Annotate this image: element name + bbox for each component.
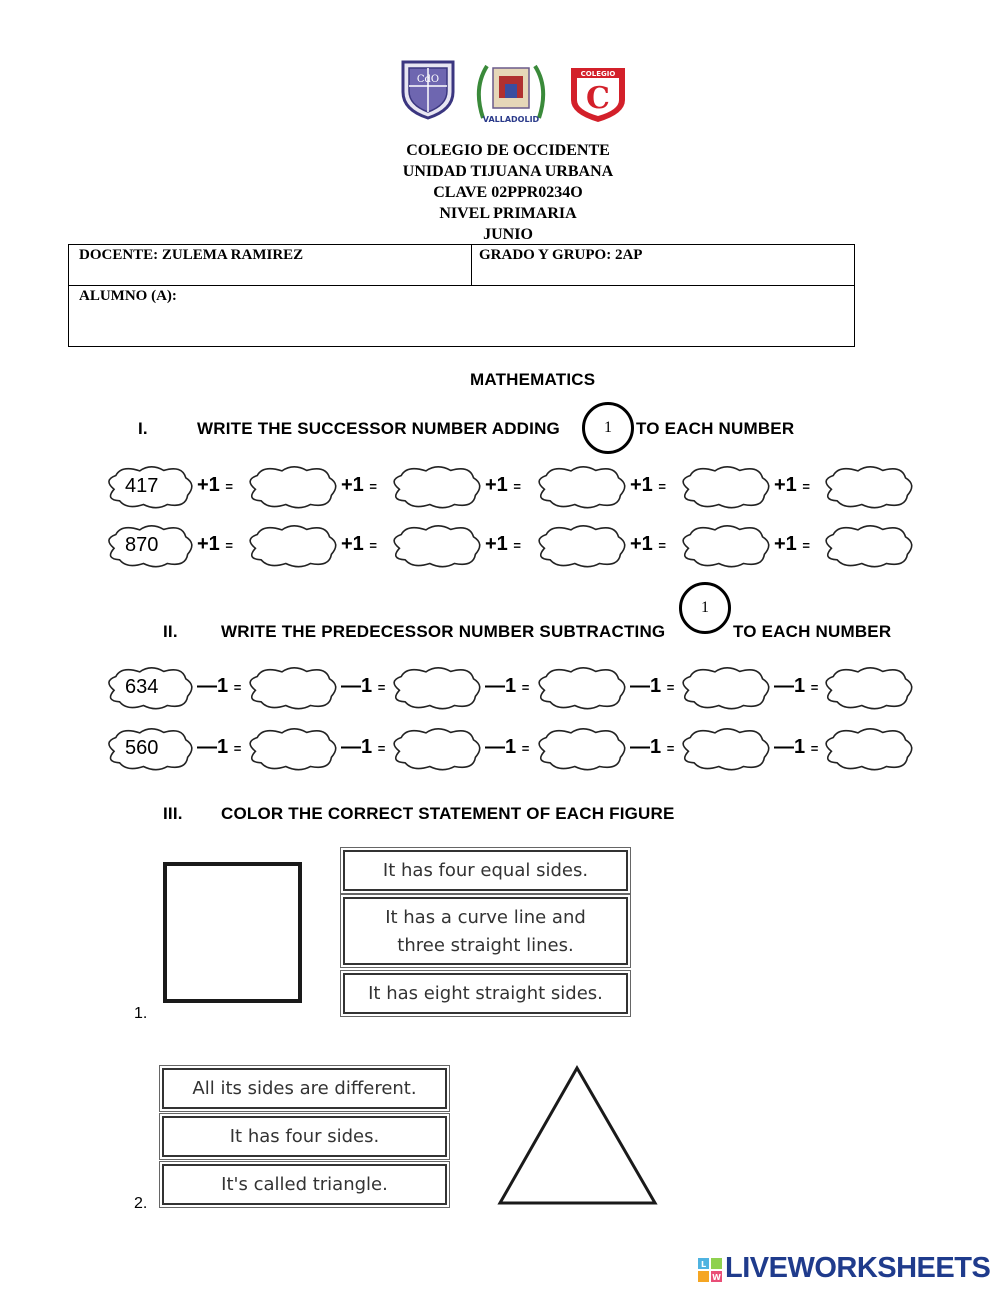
- triangle-figure: [497, 1064, 658, 1205]
- section1-answer-cloud[interactable]: [388, 464, 483, 515]
- section2-start-number: 634: [125, 676, 159, 698]
- section2-operator: —1 =: [774, 736, 819, 758]
- section2-answer-cloud[interactable]: [677, 726, 772, 777]
- section2-answer-cloud[interactable]: [820, 726, 915, 777]
- section1-answer-cloud[interactable]: [820, 464, 915, 515]
- table-divider-vertical: [471, 245, 472, 285]
- logo-right-letter: C: [586, 81, 610, 116]
- unit-name: UNIDAD TIJUANA URBANA: [402, 163, 614, 180]
- figure1-statement-2-line2: three straight lines.: [397, 935, 574, 956]
- section1-title-b: TO EACH NUMBER: [636, 419, 795, 438]
- section2-numeral: II.: [163, 622, 178, 641]
- student-name-field[interactable]: [179, 287, 849, 343]
- section1-operator: +1 =: [341, 533, 377, 555]
- section1-answer-cloud[interactable]: [677, 464, 772, 515]
- section1-answer-cloud[interactable]: [244, 464, 339, 515]
- figure1-statement-2-line1: It has a curve line and: [385, 907, 586, 928]
- section1-start-cloud: 417: [103, 464, 195, 515]
- figure2-statement-3[interactable]: It's called triangle.: [159, 1161, 450, 1208]
- logo-left-text: CdO: [417, 74, 439, 85]
- section2-answer-cloud[interactable]: [388, 726, 483, 777]
- logo-right-top: COLEGIO: [581, 70, 616, 78]
- section2-operator: —1 =: [774, 675, 819, 697]
- school-level: NIVEL PRIMARIA: [439, 205, 577, 222]
- section1-answer-cloud[interactable]: [533, 464, 628, 515]
- info-table: DOCENTE: ZULEMA RAMIREZ GRADO Y GRUPO: 2…: [68, 244, 855, 347]
- section2-answer-cloud[interactable]: [533, 665, 628, 716]
- section1-operator: +1 =: [485, 474, 521, 496]
- svg-text:L: L: [701, 1260, 706, 1269]
- section1-operator: +1 =: [197, 474, 233, 496]
- section2-operator: —1 =: [485, 736, 530, 758]
- section1-operator: +1 =: [774, 474, 810, 496]
- section2-operator: —1 =: [197, 736, 242, 758]
- section2-answer-cloud[interactable]: [533, 726, 628, 777]
- section1-start-number: 417: [125, 475, 159, 497]
- student-label: ALUMNO (A):: [79, 288, 177, 304]
- section1-operator: +1 =: [485, 533, 521, 555]
- section3-title: COLOR THE CORRECT STATEMENT OF EACH FIGU…: [221, 804, 675, 823]
- section1-operator: +1 =: [774, 533, 810, 555]
- section1-operator: +1 =: [630, 474, 666, 496]
- section1-start-cloud: 870: [103, 523, 195, 574]
- section2-answer-cloud[interactable]: [244, 726, 339, 777]
- section2-answer-cloud[interactable]: [820, 665, 915, 716]
- section1-one-circle: 1: [582, 402, 634, 454]
- grade-label: GRADO Y GRUPO: 2AP: [479, 247, 643, 263]
- section1-answer-cloud[interactable]: [244, 523, 339, 574]
- section1-answer-cloud[interactable]: [533, 523, 628, 574]
- liveworksheets-logo-icon: L W: [698, 1258, 722, 1282]
- teacher-label: DOCENTE: ZULEMA RAMIREZ: [79, 247, 304, 263]
- school-name: COLEGIO DE OCCIDENTE: [406, 142, 610, 159]
- section2-answer-cloud[interactable]: [388, 665, 483, 716]
- section2-start-number: 560: [125, 737, 159, 759]
- table-divider-horizontal: [69, 285, 854, 286]
- section2-title-b: TO EACH NUMBER: [733, 622, 892, 641]
- section2-operator: —1 =: [341, 675, 386, 697]
- section2-operator: —1 =: [630, 675, 675, 697]
- figure1-number: 1.: [134, 1005, 148, 1022]
- section3-numeral: III.: [163, 804, 183, 823]
- section2-operator: —1 =: [485, 675, 530, 697]
- figure2-statement-1[interactable]: All its sides are different.: [159, 1065, 450, 1112]
- subject-title: MATHEMATICS: [470, 370, 596, 389]
- figure1-statement-3[interactable]: It has eight straight sides.: [340, 970, 631, 1017]
- liveworksheets-brand[interactable]: LIVEWORKSHEETS: [725, 1252, 991, 1284]
- section2-answer-cloud[interactable]: [677, 665, 772, 716]
- square-figure: [163, 862, 302, 1003]
- section1-operator: +1 =: [341, 474, 377, 496]
- section1-numeral: I.: [138, 419, 148, 438]
- logo-right: COLEGIO C: [567, 64, 629, 124]
- svg-text:W: W: [712, 1273, 721, 1282]
- logo-middle-text: VALLADOLID: [483, 115, 540, 124]
- section1-start-number: 870: [125, 534, 159, 556]
- section1-title-a: WRITE THE SUCCESSOR NUMBER ADDING: [197, 419, 560, 438]
- section2-start-cloud: 560: [103, 726, 195, 777]
- section1-answer-cloud[interactable]: [677, 523, 772, 574]
- section2-operator: —1 =: [197, 675, 242, 697]
- section1-answer-cloud[interactable]: [388, 523, 483, 574]
- month: JUNIO: [483, 226, 533, 243]
- school-key: CLAVE 02PPR0234O: [433, 184, 583, 201]
- section2-title-a: WRITE THE PREDECESSOR NUMBER SUBTRACTING: [221, 622, 666, 641]
- section2-operator: —1 =: [341, 736, 386, 758]
- section1-operator: +1 =: [197, 533, 233, 555]
- section2-one-circle: 1: [679, 582, 731, 634]
- logo-middle: VALLADOLID: [473, 58, 549, 126]
- section1-operator: +1 =: [630, 533, 666, 555]
- section2-start-cloud: 634: [103, 665, 195, 716]
- figure1-statement-1[interactable]: It has four equal sides.: [340, 847, 631, 894]
- section2-operator: —1 =: [630, 736, 675, 758]
- section1-answer-cloud[interactable]: [820, 523, 915, 574]
- figure2-statement-2[interactable]: It has four sides.: [159, 1113, 450, 1160]
- section2-answer-cloud[interactable]: [244, 665, 339, 716]
- figure1-statement-2[interactable]: It has a curve line and three straight l…: [340, 894, 631, 968]
- logo-left: CdO: [397, 58, 459, 120]
- figure2-number: 2.: [134, 1195, 148, 1212]
